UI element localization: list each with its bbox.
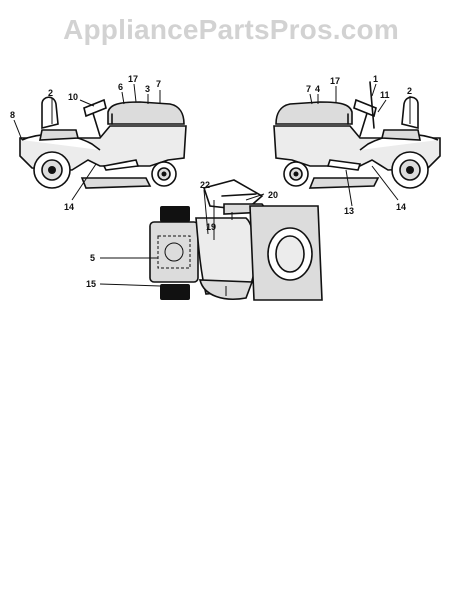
callout-right-7: 7 — [306, 84, 311, 94]
callout-right-17: 17 — [330, 76, 340, 86]
callout-left-3: 3 — [145, 84, 150, 94]
callout-right-13: 13 — [344, 206, 354, 216]
callout-right-11: 11 — [380, 90, 390, 100]
left-tractor-view — [13, 83, 187, 201]
callout-left-10: 10 — [68, 92, 78, 102]
callout-right-14: 14 — [396, 202, 406, 212]
callout-left-8: 8 — [10, 110, 15, 120]
callout-top-20: 20 — [268, 190, 278, 200]
callout-left-14: 14 — [64, 202, 74, 212]
callout-top-5: 5 — [90, 253, 95, 263]
callout-top-19: 19 — [206, 222, 216, 232]
callout-right-2: 2 — [407, 86, 412, 96]
callout-top-22: 22 — [200, 180, 210, 190]
right-tractor-view — [273, 81, 441, 207]
callout-right-4: 4 — [315, 84, 320, 94]
callout-left-6: 6 — [118, 82, 123, 92]
top-view-tractor — [99, 179, 323, 301]
callout-top-15: 15 — [86, 279, 96, 289]
callout-left-17: 17 — [128, 74, 138, 84]
callout-left-2: 2 — [48, 88, 53, 98]
callout-left-7: 7 — [156, 79, 161, 89]
watermark-text: AppliancePartsPros.com — [63, 14, 399, 45]
callout-labels: 8 2 10 6 17 3 7 14 7 4 17 1 11 2 13 14 2… — [10, 74, 412, 289]
callout-right-1: 1 — [373, 74, 378, 84]
